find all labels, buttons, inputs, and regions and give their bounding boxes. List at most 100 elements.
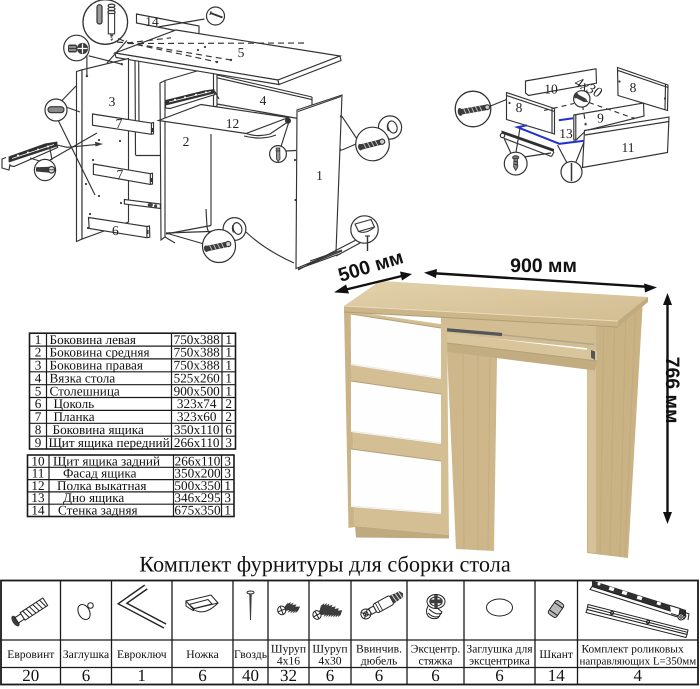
svg-text:1: 1 xyxy=(35,332,42,347)
svg-text:750x388: 750x388 xyxy=(174,345,221,360)
svg-text:8: 8 xyxy=(516,100,523,115)
svg-text:346x295: 346x295 xyxy=(174,490,221,505)
svg-text:675x350: 675x350 xyxy=(174,503,221,518)
svg-text:1: 1 xyxy=(225,332,232,347)
svg-text:323x60: 323x60 xyxy=(177,409,217,424)
svg-text:1: 1 xyxy=(224,478,231,493)
svg-text:4: 4 xyxy=(634,666,643,685)
svg-text:11: 11 xyxy=(32,466,45,481)
svg-text:6: 6 xyxy=(375,666,384,685)
svg-text:Столешница: Столешница xyxy=(50,383,120,398)
svg-text:6: 6 xyxy=(326,666,335,685)
svg-text:1: 1 xyxy=(225,358,232,373)
svg-text:32: 32 xyxy=(280,666,297,685)
svg-text:7: 7 xyxy=(116,116,123,131)
svg-text:9: 9 xyxy=(35,435,42,450)
svg-text:эксцентрика: эксцентрика xyxy=(469,655,530,668)
svg-text:Дно ящика: Дно ящика xyxy=(63,490,124,505)
svg-text:Вязка стола: Вязка стола xyxy=(50,370,116,385)
svg-text:12: 12 xyxy=(31,478,44,493)
svg-text:350x110: 350x110 xyxy=(174,422,220,437)
svg-text:Комплект роликовых: Комплект роликовых xyxy=(582,644,684,656)
svg-text:2: 2 xyxy=(225,396,232,411)
svg-text:3: 3 xyxy=(225,435,232,450)
svg-text:Полка выкатная: Полка выкатная xyxy=(57,478,146,493)
svg-text:4: 4 xyxy=(260,93,267,108)
svg-text:Планка: Планка xyxy=(54,409,95,424)
svg-text:11: 11 xyxy=(622,140,635,155)
svg-text:13: 13 xyxy=(31,490,45,505)
svg-text:525x260: 525x260 xyxy=(174,370,221,385)
svg-text:4: 4 xyxy=(35,370,42,385)
svg-text:3: 3 xyxy=(224,453,231,468)
svg-text:1: 1 xyxy=(225,370,232,385)
svg-text:1: 1 xyxy=(224,503,231,518)
svg-text:Евроключ: Евроключ xyxy=(117,648,167,661)
svg-text:Фасад ящика: Фасад ящика xyxy=(63,466,137,481)
svg-text:6: 6 xyxy=(82,666,91,685)
svg-text:9: 9 xyxy=(597,111,604,126)
svg-text:14: 14 xyxy=(145,14,159,29)
svg-text:750x388: 750x388 xyxy=(174,358,221,373)
svg-text:7: 7 xyxy=(35,409,42,424)
svg-text:Заглушка: Заглушка xyxy=(63,648,109,661)
svg-text:6: 6 xyxy=(198,666,207,685)
svg-text:6: 6 xyxy=(225,422,232,437)
svg-text:766 мм: 766 мм xyxy=(661,357,683,424)
svg-text:Гвоздь: Гвоздь xyxy=(234,648,267,661)
svg-text:266x110: 266x110 xyxy=(175,453,221,468)
svg-text:5: 5 xyxy=(238,45,245,60)
svg-text:Боковина ящика: Боковина ящика xyxy=(53,422,144,437)
svg-text:1: 1 xyxy=(225,345,232,360)
svg-text:4х16: 4х16 xyxy=(277,655,300,668)
svg-text:900 мм: 900 мм xyxy=(510,255,577,277)
svg-text:323x74: 323x74 xyxy=(177,396,217,411)
svg-text:Боковина левая: Боковина левая xyxy=(50,332,136,347)
svg-text:12: 12 xyxy=(226,116,240,131)
svg-text:10: 10 xyxy=(31,453,45,468)
svg-text:3: 3 xyxy=(224,466,231,481)
svg-text:20: 20 xyxy=(22,666,39,685)
svg-text:Эксцентр.: Эксцентр. xyxy=(411,643,461,656)
svg-text:6: 6 xyxy=(431,666,440,685)
svg-text:8: 8 xyxy=(630,80,637,95)
svg-text:750x388: 750x388 xyxy=(174,332,221,347)
svg-text:Ввинчив.: Ввинчив. xyxy=(356,643,402,656)
svg-text:направляющих L=350мм: направляющих L=350мм xyxy=(580,656,697,668)
svg-text:2: 2 xyxy=(225,409,232,424)
svg-text:Цоколь: Цоколь xyxy=(54,396,95,411)
svg-text:Ножка: Ножка xyxy=(186,648,219,661)
svg-text:Шуруп: Шуруп xyxy=(312,643,347,656)
svg-text:10: 10 xyxy=(544,82,558,97)
svg-text:1: 1 xyxy=(316,168,323,183)
svg-text:4х30: 4х30 xyxy=(318,655,341,668)
svg-text:14: 14 xyxy=(31,503,45,518)
svg-text:2: 2 xyxy=(183,134,190,149)
svg-text:266x110: 266x110 xyxy=(174,435,220,450)
svg-text:350x200: 350x200 xyxy=(174,466,221,481)
svg-text:Щит ящика задний: Щит ящика задний xyxy=(53,453,160,468)
svg-text:1: 1 xyxy=(225,383,232,398)
svg-text:3: 3 xyxy=(224,490,231,505)
svg-text:Шуруп: Шуруп xyxy=(271,643,306,656)
svg-text:Щит ящика передний: Щит ящика передний xyxy=(49,435,170,450)
svg-text:Боковина правая: Боковина правая xyxy=(50,358,143,373)
svg-text:14: 14 xyxy=(548,666,566,685)
svg-text:Заглушка для: Заглушка для xyxy=(466,643,533,656)
svg-text:Боковина средняя: Боковина средняя xyxy=(50,345,150,360)
svg-text:13: 13 xyxy=(559,126,573,141)
svg-text:500x350: 500x350 xyxy=(174,478,221,493)
svg-text:стяжка: стяжка xyxy=(418,655,452,668)
svg-text:Шкант: Шкант xyxy=(539,648,573,661)
svg-text:500 мм: 500 мм xyxy=(336,246,406,287)
svg-text:3: 3 xyxy=(35,358,42,373)
svg-text:1: 1 xyxy=(138,666,147,685)
svg-text:7: 7 xyxy=(117,167,124,182)
svg-text:Евровинт: Евровинт xyxy=(7,648,54,661)
svg-text:8: 8 xyxy=(35,422,42,437)
svg-text:Комплект фурнитуры для сборки: Комплект фурнитуры для сборки стола xyxy=(139,552,511,577)
svg-text:3: 3 xyxy=(109,94,116,109)
svg-text:40: 40 xyxy=(242,666,259,685)
svg-text:6: 6 xyxy=(495,666,504,685)
svg-text:Стенка задняя: Стенка задняя xyxy=(58,503,138,518)
